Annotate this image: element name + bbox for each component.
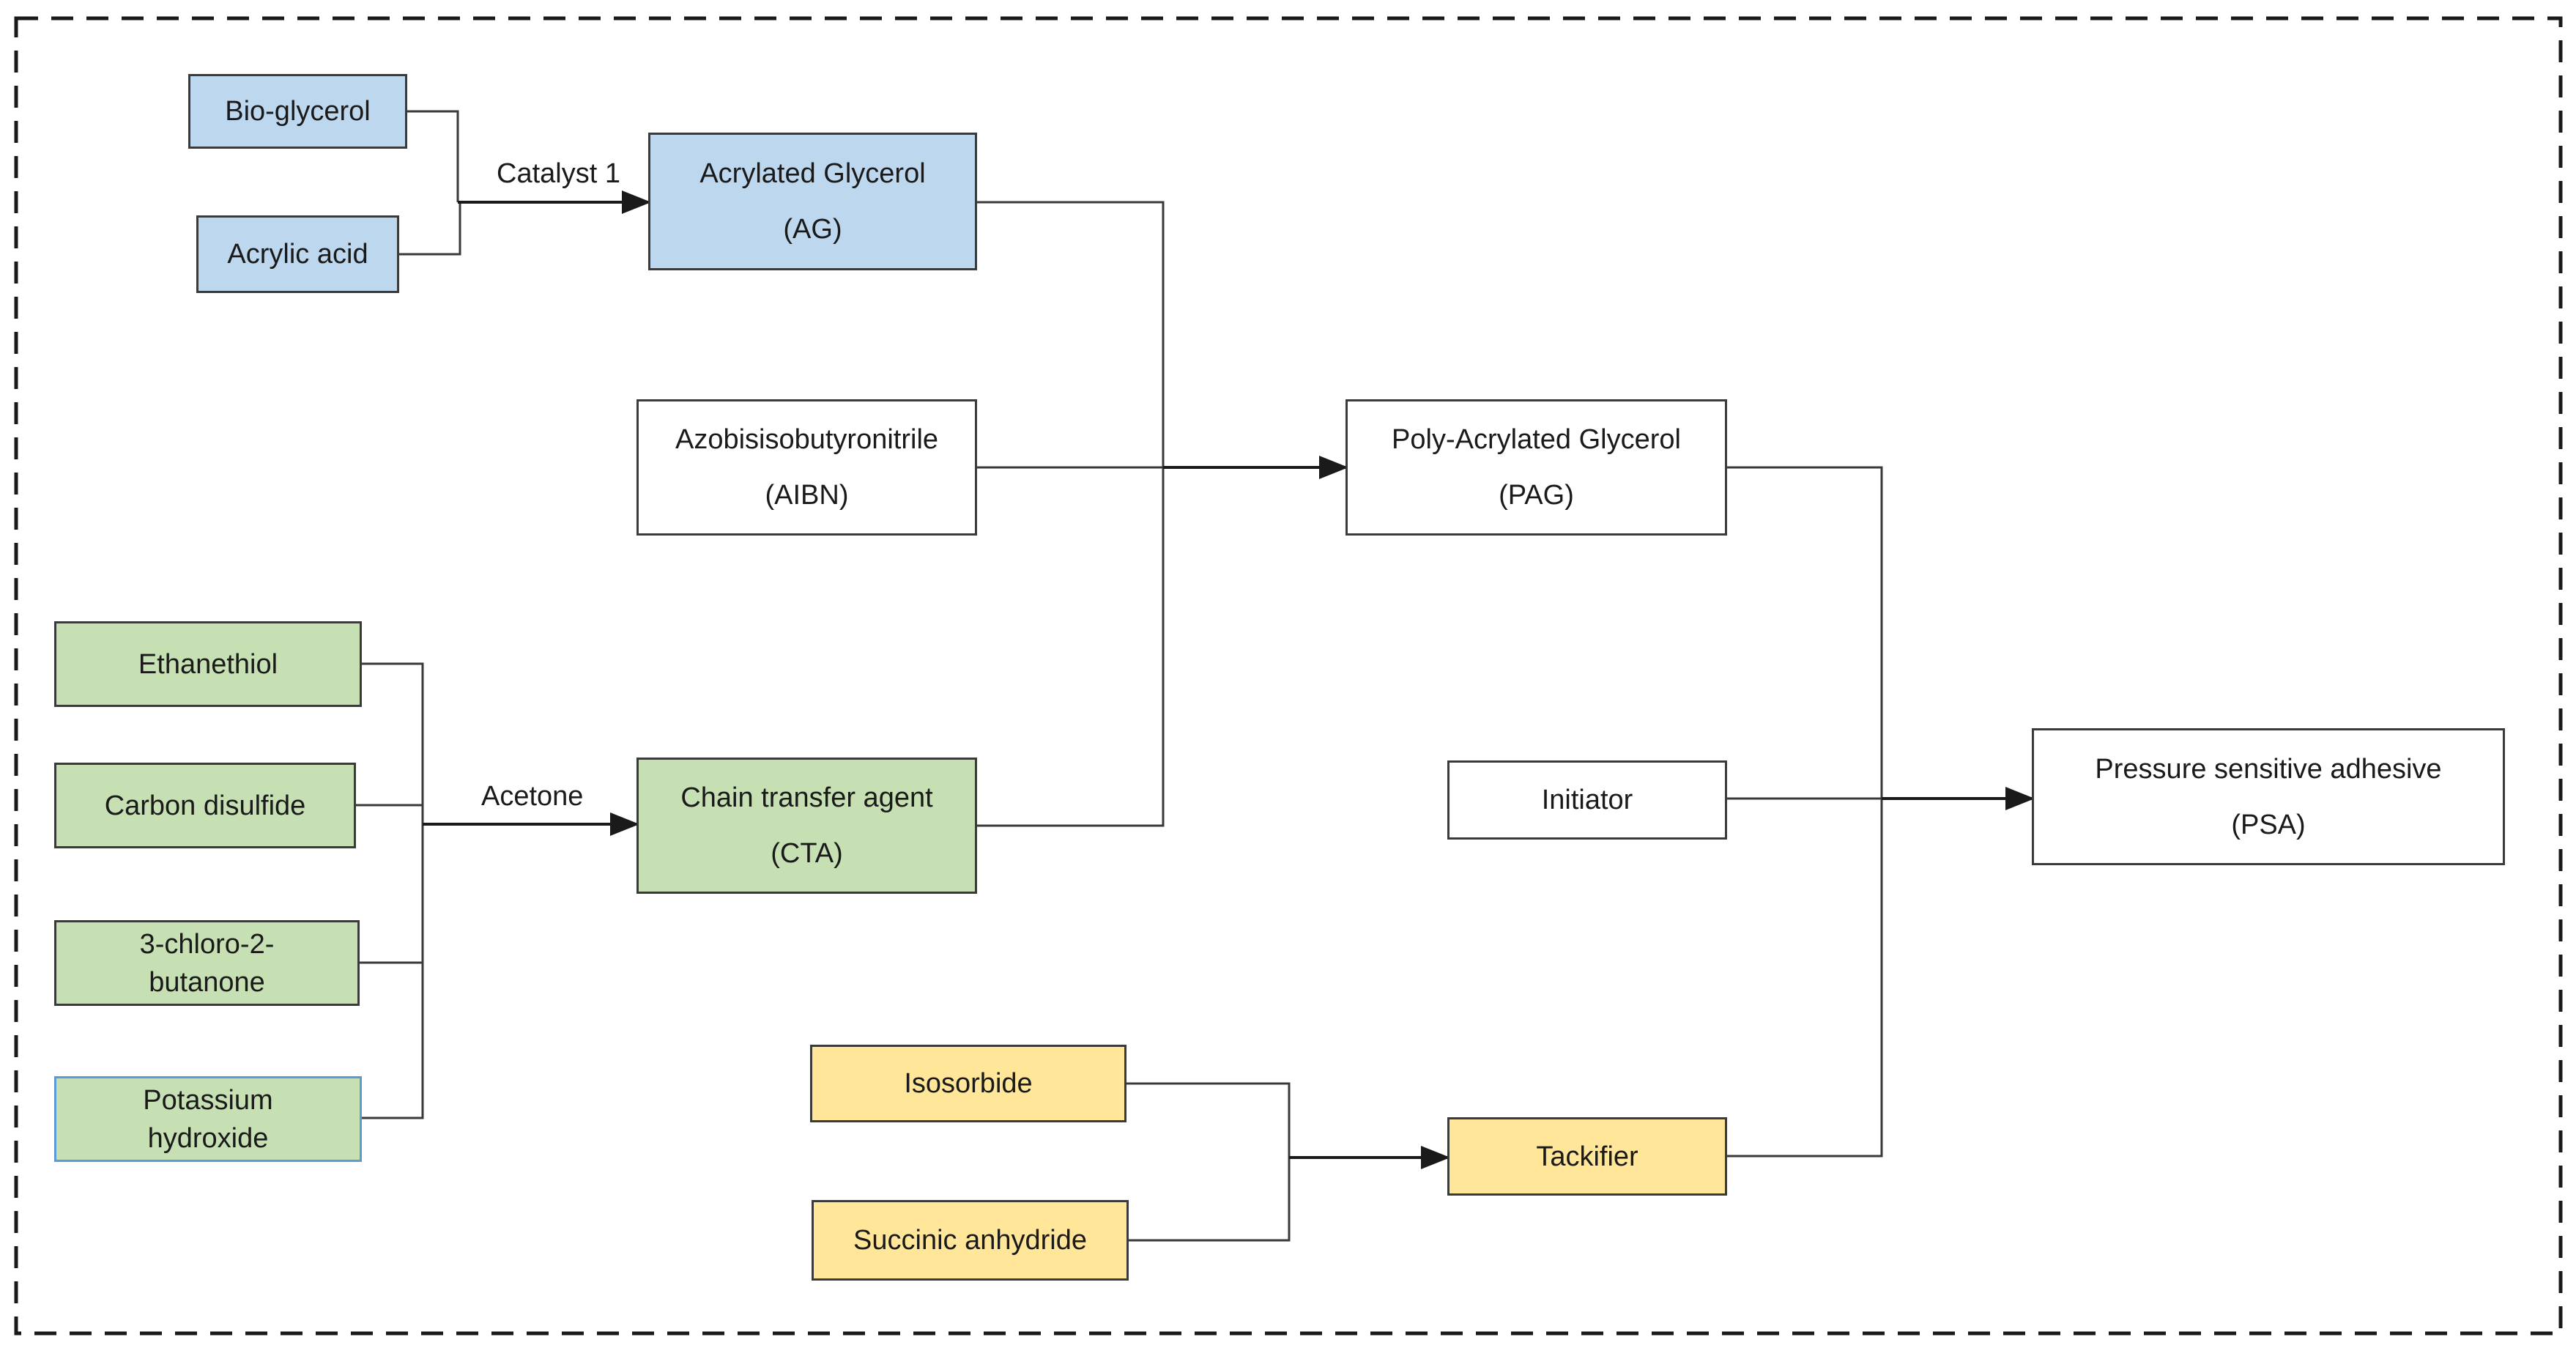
node-label: Acrylic acid — [227, 239, 368, 270]
node-pag: Poly-Acrylated Glycerol (PAG) — [1345, 399, 1727, 536]
node-label: Succinic anhydride — [853, 1225, 1087, 1256]
node-potassium-hydroxide: Potassium hydroxide — [54, 1076, 362, 1162]
node-label: Ethanethiol — [138, 648, 278, 680]
node-name: Poly-Acrylated Glycerol — [1392, 424, 1681, 455]
node-abbr: (PSA) — [2231, 809, 2306, 840]
node-isosorbide: Isosorbide — [810, 1045, 1126, 1122]
node-label: Bio-glycerol — [225, 96, 371, 127]
node-label: Isosorbide — [904, 1068, 1033, 1099]
node-cta: Chain transfer agent (CTA) — [636, 758, 977, 894]
node-line2: hydroxide — [147, 1122, 269, 1154]
node-bio-glycerol: Bio-glycerol — [188, 74, 407, 149]
node-succinic-anhydride: Succinic anhydride — [812, 1200, 1129, 1281]
connector-ag-to-bus — [977, 201, 1165, 827]
node-line2: butanone — [149, 966, 265, 998]
node-psa: Pressure sensitive adhesive (PSA) — [2032, 728, 2505, 865]
node-name: Pressure sensitive adhesive — [2095, 753, 2442, 785]
connector-ethanethiol — [362, 662, 424, 1119]
node-line1: Potassium — [143, 1084, 273, 1116]
dashed-border — [14, 16, 2563, 1336]
node-abbr: (CTA) — [771, 838, 843, 869]
node-acrylic-acid: Acrylic acid — [196, 215, 399, 293]
connector-isosorbide — [1126, 1082, 1291, 1242]
node-name: Acrylated Glycerol — [699, 158, 926, 189]
node-aibn: Azobisisobutyronitrile (AIBN) — [636, 399, 977, 536]
node-line1: 3-chloro-2- — [139, 928, 275, 960]
node-name: Chain transfer agent — [680, 782, 933, 813]
catalyst-label: Catalyst 1 — [497, 158, 620, 189]
node-chlorobutanone: 3-chloro-2- butanone — [54, 920, 360, 1006]
node-ethanethiol: Ethanethiol — [54, 621, 362, 707]
connector-pag-to-bus — [1727, 466, 1883, 1158]
node-abbr: (PAG) — [1499, 480, 1574, 511]
node-label: Initiator — [1541, 785, 1633, 815]
node-abbr: (AG) — [783, 214, 842, 245]
connector-bio-glycerol — [407, 110, 459, 202]
node-acrylated-glycerol: Acrylated Glycerol (AG) — [648, 133, 977, 270]
node-abbr: (AIBN) — [765, 480, 849, 511]
node-label: Tackifier — [1536, 1141, 1638, 1172]
node-tackifier: Tackifier — [1447, 1117, 1727, 1196]
node-initiator: Initiator — [1447, 760, 1727, 840]
acetone-label: Acetone — [481, 781, 584, 812]
connector-acrylic-acid — [399, 202, 461, 256]
node-label: Carbon disulfide — [104, 790, 306, 821]
node-name: Azobisisobutyronitrile — [675, 424, 939, 455]
node-carbon-disulfide: Carbon disulfide — [54, 763, 356, 848]
